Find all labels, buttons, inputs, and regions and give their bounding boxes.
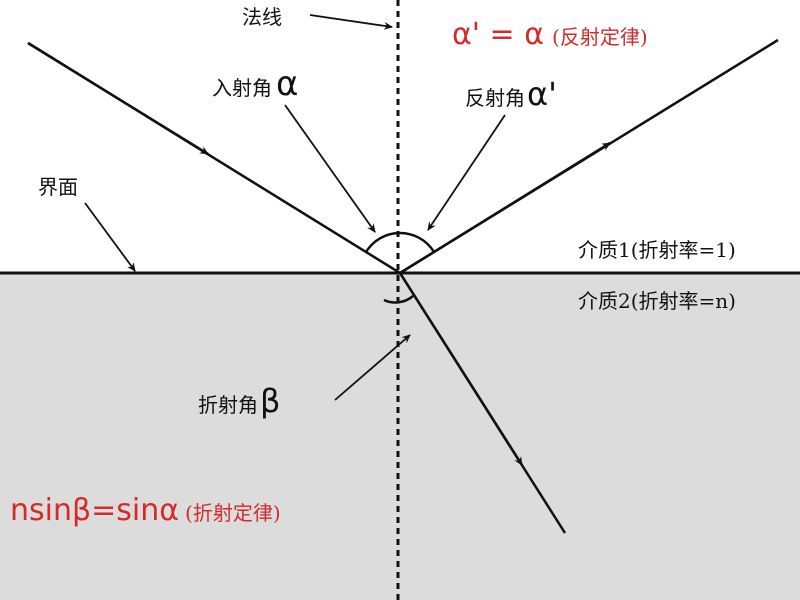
incident-ray-arrow <box>27 41 209 156</box>
normal-pointer <box>309 14 393 30</box>
incident-angle-arc <box>364 231 399 253</box>
reflection-law: α' = α(反射定律) <box>452 17 648 52</box>
medium1-label: 介质1(折射率=1) <box>578 238 736 262</box>
medium2-region <box>0 273 800 600</box>
normal-label: 法线 <box>242 5 282 29</box>
interface-label: 界面 <box>38 175 78 199</box>
reflection-angle-label: 反射角α' <box>465 75 557 113</box>
refraction-law: nsinβ=sinα(折射定律) <box>10 493 281 528</box>
reflection-angle-arc <box>397 231 436 253</box>
refraction-angle-arc <box>383 295 414 304</box>
incident-angle-pointer <box>284 104 376 233</box>
interface-pointer <box>84 202 136 272</box>
refraction-angle-pointer <box>334 334 411 401</box>
medium2-label: 介质2(折射率=n) <box>578 289 736 313</box>
refraction-angle-label: 折射角β <box>198 382 280 420</box>
reflection-angle-pointer <box>427 114 506 231</box>
refracted-ray-arrow <box>398 272 524 466</box>
